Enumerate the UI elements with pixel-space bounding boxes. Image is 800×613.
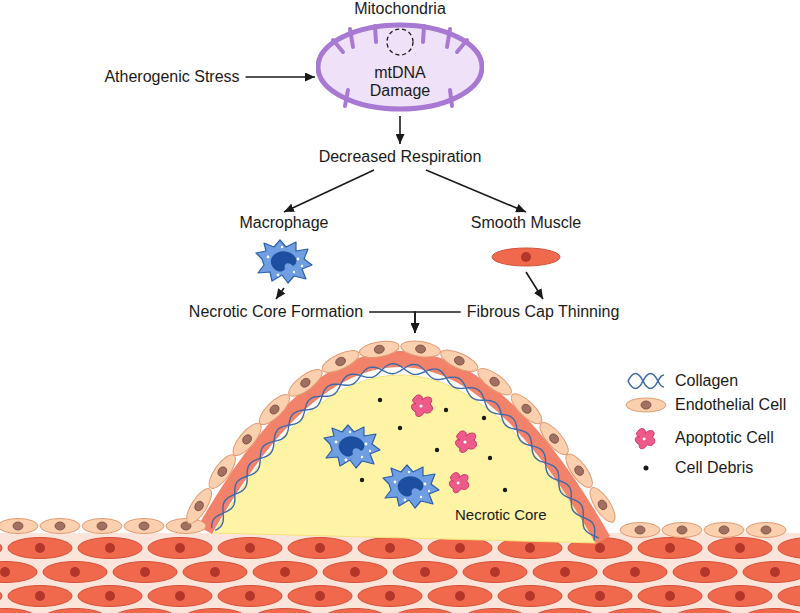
legend-label: Apoptotic Cell (675, 429, 774, 447)
collagen-fibers (212, 364, 599, 541)
stress-label: Atherogenic Stress (100, 66, 243, 88)
connector-arrow (246, 76, 315, 78)
legend-label: Endothelial Cell (675, 396, 786, 414)
smooth-muscle-node: Smooth Muscle (467, 214, 585, 270)
legend-samples (626, 374, 666, 471)
connector-arrow (526, 272, 543, 299)
endothelium (0, 339, 786, 538)
legend-label: Collagen (675, 372, 738, 390)
mitochondrion-ellipse: Mitochondria mtDNA Damage (316, 0, 484, 114)
macrophage-node: Macrophage (236, 214, 333, 286)
fibrous-cap (205, 359, 603, 540)
outcome-label: Necrotic Core Formation (185, 301, 367, 323)
connector-arrow (369, 312, 415, 333)
node-text: Necrotic Core Formation (185, 303, 367, 321)
node-text: Fibrous Cap Thinning (463, 303, 624, 321)
connector-arrow (399, 116, 401, 144)
apoptotic-cell (456, 431, 477, 453)
connector-arrow (284, 170, 374, 212)
node-text: Smooth Muscle (467, 214, 585, 232)
legend-label: Cell Debris (675, 459, 753, 477)
macrophage-cell (324, 425, 380, 468)
outcome-label: Fibrous Cap Thinning (463, 301, 624, 323)
node-text: Decreased Respiration (315, 148, 486, 166)
cell-debris (360, 398, 507, 492)
connector-arrow (426, 170, 526, 212)
node-text: Necrotic Core (455, 506, 547, 524)
node-text: Macrophage (236, 214, 333, 232)
macrophage-cell (383, 465, 439, 508)
macrophage-icon (253, 238, 315, 286)
apoptotic-cell (412, 395, 433, 417)
connector-arrow (415, 312, 461, 333)
node-text: Mitochondria (316, 0, 484, 18)
node-text: mtDNA Damage (358, 64, 442, 100)
node-text: Atherogenic Stress (100, 68, 243, 86)
smooth-muscle-icon (490, 244, 562, 270)
apoptotic-cell (449, 473, 469, 493)
process-label: Decreased Respiration (315, 146, 486, 168)
connector-arrow (276, 288, 284, 299)
